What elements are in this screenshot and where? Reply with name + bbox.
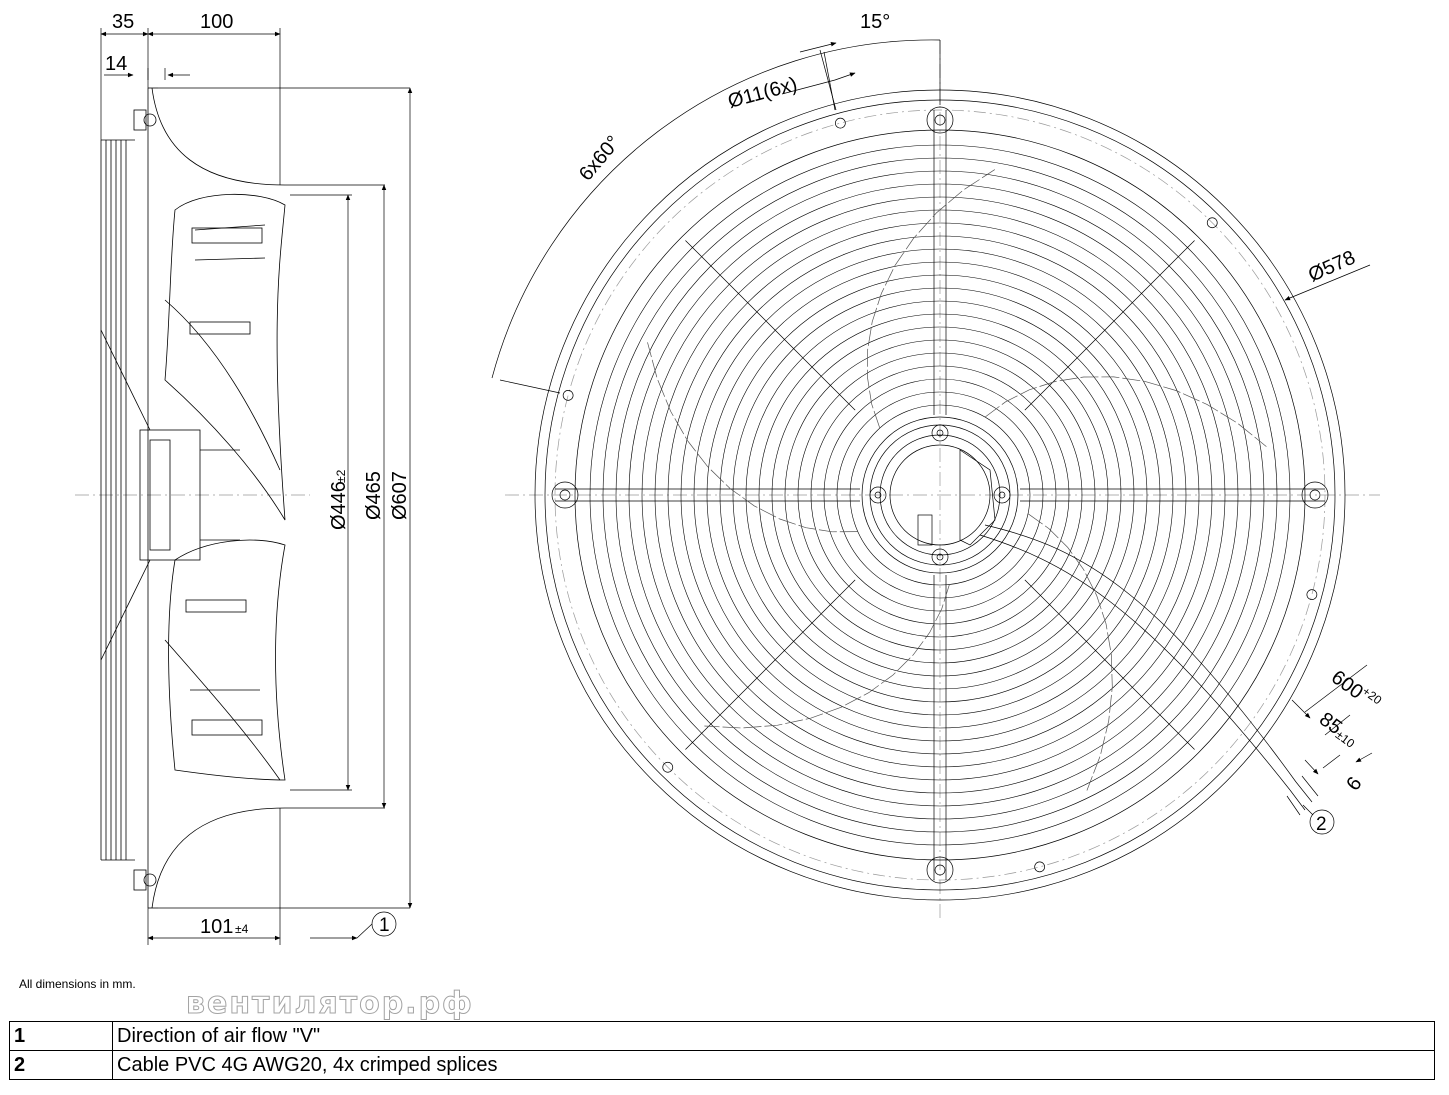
hub-bolt-center: [936, 553, 944, 561]
mount-lug: [551, 481, 579, 509]
legend-table: 1 Direction of air flow "V" 2 Cable PVC …: [9, 1021, 1435, 1080]
front-dimensions: [491, 39, 1373, 835]
flange-hole: [1034, 861, 1045, 873]
dia-446-tol: ±2: [334, 469, 348, 483]
guard-ring: [745, 300, 1135, 690]
legend-row: 2 Cable PVC 4G AWG20, 4x crimped splices: [9, 1050, 1435, 1080]
flange-hole: [662, 761, 674, 773]
dia-465-label: Ø465: [363, 471, 385, 520]
legend-row: 1 Direction of air flow "V": [9, 1021, 1435, 1051]
flange-hole: [1306, 589, 1318, 600]
flange-hole: [562, 390, 574, 401]
pattern-label: 6x60°: [575, 132, 625, 185]
guard-spoke: [1024, 579, 1195, 750]
guard-ring: [706, 261, 1174, 729]
angle-15-label: 15°: [860, 11, 890, 33]
guard-ring: [615, 170, 1265, 820]
cable: [979, 524, 1319, 816]
guard-spokes: [555, 110, 1325, 880]
guard-rings: [589, 144, 1291, 846]
mounting-holes: [551, 106, 1329, 884]
mount-hole: [1309, 489, 1321, 501]
bolt-circle: [554, 109, 1326, 881]
impeller-blades: [647, 169, 1267, 791]
blade-edge: [704, 584, 950, 729]
guard-ring: [641, 196, 1239, 794]
guard-ring: [628, 183, 1252, 807]
legend-number: 1: [9, 1021, 113, 1051]
side-view: [75, 87, 410, 909]
dim-35-label: 35: [112, 11, 134, 33]
guard-ring: [849, 404, 1031, 586]
watermark: вентилятор.рф: [186, 986, 474, 1022]
side-dimension-labels: 35 100 14 101 ±4 1 Ø446 ±2 Ø465 Ø607: [105, 11, 411, 938]
blade-edge: [647, 342, 858, 533]
legend-text: Direction of air flow "V": [112, 1021, 1435, 1051]
marker-2: 2: [1316, 814, 1327, 835]
hub-bolt-center: [998, 491, 1006, 499]
hub-bolt-center: [874, 491, 882, 499]
dia-607-label: Ø607: [389, 471, 411, 520]
mount-hole: [559, 489, 571, 501]
hub-bolt: [931, 548, 949, 566]
guard-ring: [719, 274, 1161, 716]
guard-ring: [589, 144, 1291, 846]
guard-spoke: [685, 240, 856, 411]
dim-14-label: 14: [105, 53, 127, 75]
hub-bolt: [931, 424, 949, 442]
hub-bolt: [869, 486, 887, 504]
side-blade-upper: [164, 193, 286, 521]
mount-hole: [934, 864, 946, 876]
mount-lug: [1301, 481, 1329, 509]
legend-text: Cable PVC 4G AWG20, 4x crimped splices: [112, 1050, 1435, 1080]
cable-6-label: 6: [1342, 773, 1366, 795]
mount-lug: [926, 106, 954, 134]
side-dimensions: [100, 28, 413, 945]
legend-number: 2: [9, 1050, 113, 1080]
hub-bolts: [869, 424, 1011, 566]
hub-bolt-center: [936, 429, 944, 437]
guard-ring: [771, 326, 1109, 664]
guard-ring: [810, 365, 1070, 625]
guard-ring: [602, 157, 1278, 833]
dim-101-tol: ±4: [235, 922, 249, 936]
guard-ring: [667, 222, 1213, 768]
guard-ring: [784, 339, 1096, 651]
mount-hole: [934, 114, 946, 126]
flange-hole: [1206, 217, 1218, 229]
guard-ring: [836, 391, 1044, 599]
guard-ring: [693, 248, 1187, 742]
units-note: All dimensions in mm.: [19, 977, 136, 991]
blade-edge: [984, 376, 1267, 447]
dia-446-label: Ø446: [328, 481, 350, 530]
side-housing: [133, 87, 410, 909]
side-blade-lower: [164, 539, 286, 781]
guard-spoke: [685, 579, 856, 750]
blade-edge: [867, 169, 995, 429]
guard-ring: [758, 313, 1122, 677]
flange-hole: [835, 117, 846, 129]
cable-600-label: 600: [1327, 666, 1367, 703]
guard-ring: [797, 352, 1083, 638]
guard-ring: [680, 235, 1200, 755]
side-guard: [100, 139, 151, 861]
hub-bolt: [993, 486, 1011, 504]
holes-label: Ø11(6x): [726, 73, 800, 113]
mount-lug: [926, 856, 954, 884]
technical-drawing: 35 100 14 101 ±4 1 Ø446 ±2 Ø465 Ø607: [75, 11, 1385, 945]
dim-100-label: 100: [200, 11, 233, 33]
guard-ring: [732, 287, 1148, 703]
marker-1: 1: [379, 915, 390, 936]
guard-ring: [823, 378, 1057, 612]
front-view: [505, 40, 1380, 920]
blade-edge: [1027, 513, 1113, 791]
dim-101-label: 101: [200, 916, 233, 938]
